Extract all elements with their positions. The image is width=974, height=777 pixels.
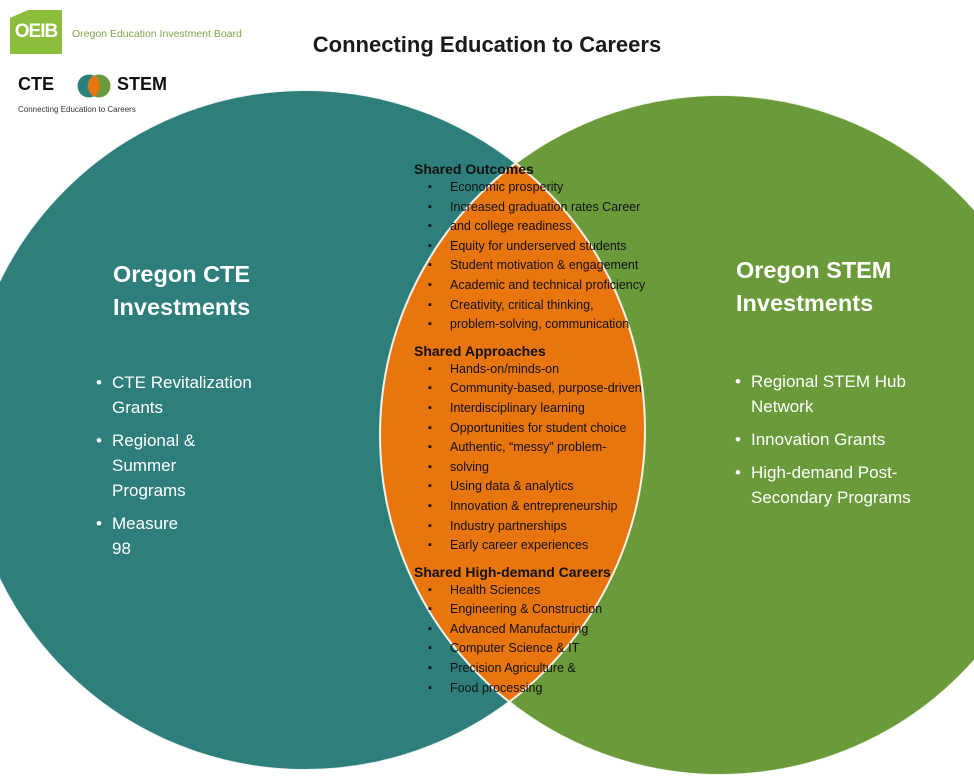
shared-section-title: Shared High-demand Careers bbox=[414, 563, 611, 580]
cte-item-line: Programs bbox=[112, 481, 186, 500]
shared-list-item: Interdisciplinary learning bbox=[414, 399, 714, 419]
cte-heading-line2: Investments bbox=[113, 294, 251, 320]
shared-list-item: Academic and technical proficiency bbox=[414, 276, 714, 296]
shared-list-item: Student motivation & engagement bbox=[414, 256, 714, 276]
cte-item-line: Measure bbox=[112, 514, 179, 533]
shared-list-item: Authentic, “messy” problem- bbox=[414, 438, 714, 458]
shared-list-item: Food processing bbox=[414, 679, 714, 699]
shared-list-item: problem-solving, communication bbox=[414, 315, 714, 335]
stem-item-line: High-demand Post- bbox=[751, 463, 898, 482]
stem-outline bbox=[379, 94, 974, 776]
oeib-name: Oregon Education Investment Board bbox=[72, 28, 242, 40]
shared-section-list: Economic prosperityIncreased graduation … bbox=[414, 178, 714, 335]
cte-stem-logo: CTE STEM Connecting Education to Careers bbox=[16, 72, 186, 120]
shared-list-item: Creativity, critical thinking, bbox=[414, 296, 714, 316]
cte-investments-list: CTE RevitalizationGrantsRegional & Summer… bbox=[96, 370, 286, 569]
oeib-mark: OEIB bbox=[10, 10, 62, 54]
stem-heading-line2: Investments bbox=[736, 290, 874, 316]
shared-list-item: Early career experiences bbox=[414, 536, 714, 556]
shared-list-item: solving bbox=[414, 458, 714, 478]
shared-section-list: Hands-on/minds-onCommunity-based, purpos… bbox=[414, 360, 714, 556]
shared-list-item: Hands-on/minds-on bbox=[414, 360, 714, 380]
shared-list-item: Engineering & Construction bbox=[414, 600, 714, 620]
shared-list-item: Innovation & entrepreneurship bbox=[414, 497, 714, 517]
stem-investments-list: Regional STEM HubNetworkInnovation Grant… bbox=[735, 369, 965, 518]
shared-list-item: Community-based, purpose-driven bbox=[414, 379, 714, 399]
stem-item-line: Regional STEM Hub bbox=[751, 372, 906, 391]
cte-logo-word: CTE bbox=[18, 74, 54, 94]
logo-tagline: Connecting Education to Careers bbox=[18, 105, 136, 114]
shared-list-item: Advanced Manufacturing bbox=[414, 620, 714, 640]
shared-section-title: Shared Outcomes bbox=[414, 161, 534, 177]
stem-item: Innovation Grants bbox=[735, 427, 965, 452]
cte-item-line: CTE Revitalization bbox=[112, 373, 252, 392]
cte-item: Measure 98 bbox=[96, 511, 286, 561]
stem-logo-word: STEM bbox=[117, 74, 168, 94]
cte-heading: Oregon CTE Investments bbox=[113, 258, 250, 324]
shared-list-item: Health Sciences bbox=[414, 581, 714, 601]
cte-item-line: Grants bbox=[112, 398, 164, 417]
shared-list-item: Industry partnerships bbox=[414, 517, 714, 537]
page-title: Connecting Education to Careers bbox=[312, 32, 662, 57]
stem-item: High-demand Post- Secondary Programs bbox=[735, 460, 965, 510]
shared-list-item: Precision Agriculture & bbox=[414, 659, 714, 679]
shared-list-item: Economic prosperity bbox=[414, 178, 714, 198]
oeib-logo: OEIB Oregon Education Investment Board bbox=[10, 10, 280, 54]
stem-item-line: Network bbox=[751, 397, 814, 416]
shared-list-item: Opportunities for student choice bbox=[414, 419, 714, 439]
stem-item-line: Secondary Programs bbox=[751, 488, 911, 507]
shared-list-item: Computer Science & IT bbox=[414, 639, 714, 659]
stem-heading: Oregon STEM Investments bbox=[736, 254, 891, 320]
cte-stem-icon bbox=[77, 74, 111, 98]
cte-item-line: Summer bbox=[112, 456, 177, 475]
shared-content: Shared OutcomesEconomic prosperityIncrea… bbox=[414, 161, 714, 706]
shared-list-item: Using data & analytics bbox=[414, 477, 714, 497]
cte-item-line: 98 bbox=[112, 539, 131, 558]
cte-heading-line1: Oregon CTE bbox=[113, 261, 251, 287]
shared-list-item: Equity for underserved students bbox=[414, 237, 714, 257]
stem-heading-line1: Oregon STEM bbox=[736, 257, 892, 283]
shared-section-title: Shared Approaches bbox=[414, 342, 546, 359]
cte-item-line: Regional & bbox=[112, 431, 196, 450]
stem-item-line: Innovation Grants bbox=[751, 430, 886, 449]
shared-list-item: Increased graduation rates Career bbox=[414, 198, 714, 218]
shared-list-item: and college readiness bbox=[414, 217, 714, 237]
shared-section-list: Health SciencesEngineering & Constructio… bbox=[414, 581, 714, 699]
